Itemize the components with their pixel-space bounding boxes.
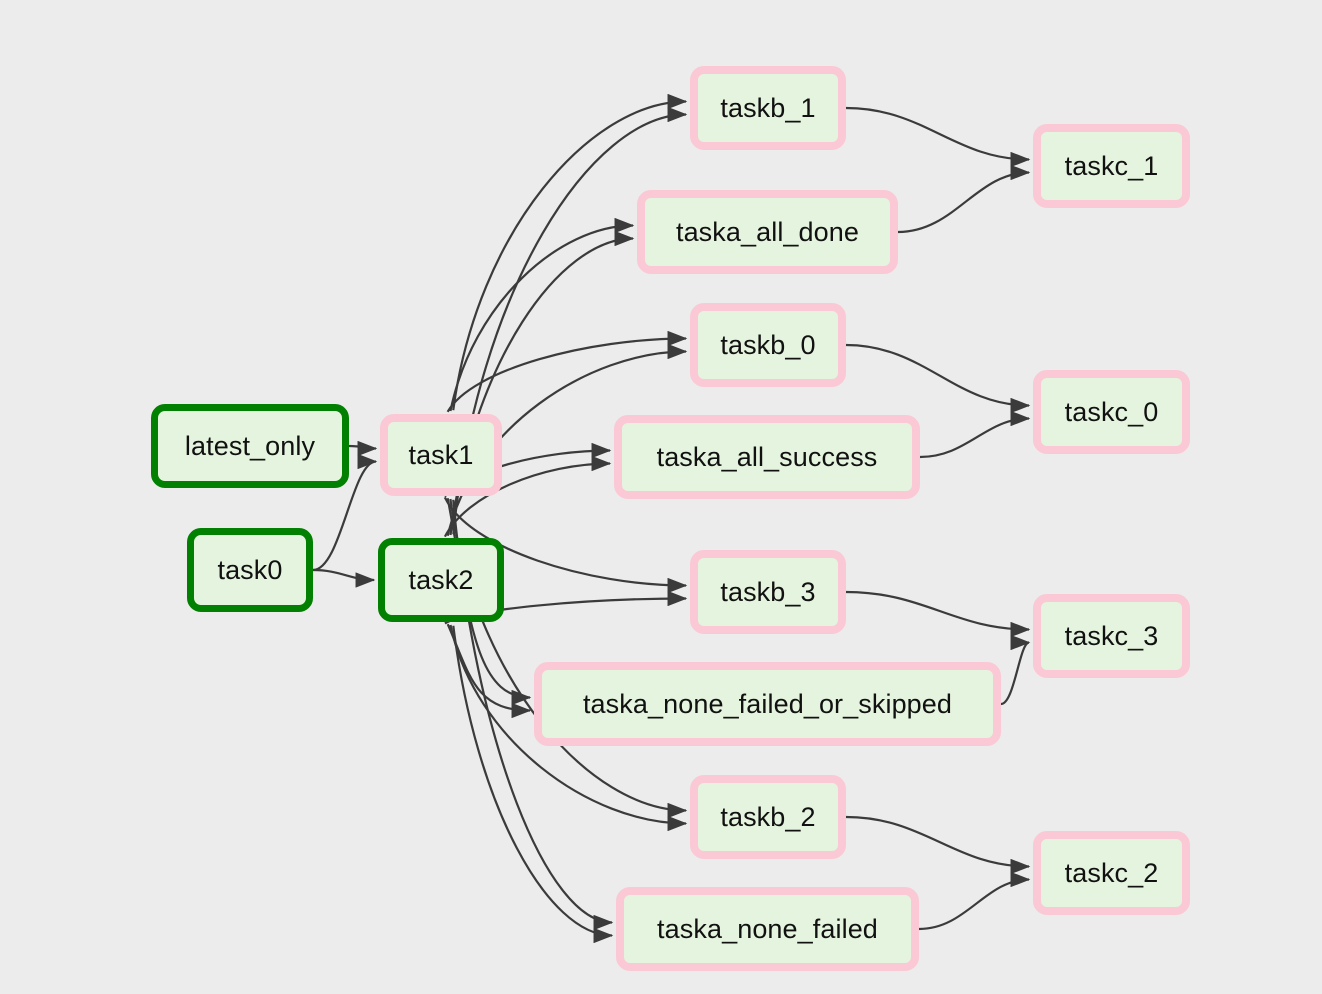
dag-node-label: latest_only <box>184 430 316 461</box>
dag-node-label: task2 <box>408 564 474 595</box>
dag-node-task1[interactable]: task1 <box>380 414 502 496</box>
dag-node-label: task0 <box>217 554 283 585</box>
dag-node-taskb_1[interactable]: taskb_1 <box>690 66 846 150</box>
dag-node-latest_only[interactable]: latest_only <box>151 404 349 488</box>
dag-node-taskb_3[interactable]: taskb_3 <box>690 550 846 634</box>
dag-edge-taska_none_failed-to-taskc_2 <box>918 871 1031 931</box>
dag-node-label: taskb_1 <box>720 92 816 123</box>
dag-node-taskc_0[interactable]: taskc_0 <box>1033 370 1190 454</box>
dag-edge-taska_all_done-to-taskc_1 <box>897 164 1031 234</box>
dag-node-taskc_3[interactable]: taskc_3 <box>1033 594 1190 678</box>
dag-node-label: taska_none_failed_or_skipped <box>582 688 953 719</box>
dag-node-label: taskc_0 <box>1064 396 1159 427</box>
dag-node-taskc_2[interactable]: taskc_2 <box>1033 831 1190 915</box>
dag-edge-taskb_0-to-taskc_0 <box>845 343 1031 414</box>
dag-node-label: taskc_3 <box>1064 620 1159 651</box>
dag-node-label: task1 <box>408 439 474 470</box>
dag-node-taskc_1[interactable]: taskc_1 <box>1033 124 1190 208</box>
dag-node-label: taska_none_failed <box>657 913 878 944</box>
dag-node-taskb_0[interactable]: taskb_0 <box>690 303 846 387</box>
dag-node-taskb_2[interactable]: taskb_2 <box>690 775 846 859</box>
dag-node-label: taskb_0 <box>720 329 816 360</box>
dag-edge-taskb_1-to-taskc_1 <box>845 106 1031 168</box>
dag-node-taska_all_done[interactable]: taska_all_done <box>637 190 898 274</box>
dag-edge-taskb_3-to-taskc_3 <box>845 590 1031 638</box>
dag-edge-taskb_2-to-taskc_2 <box>845 815 1031 875</box>
dag-edge-taska_all_success-to-taskc_0 <box>919 410 1031 459</box>
dag-node-label: taskb_2 <box>720 801 816 832</box>
dag-node-label: taskc_1 <box>1064 150 1159 181</box>
dag-edge-task0-to-task2 <box>312 568 376 588</box>
dag-edge-task2-to-taska_none_failed_or_skipped <box>446 623 532 719</box>
dag-edge-taska_none_failed_or_skipped-to-taskc_3 <box>1000 634 1031 706</box>
dag-node-task2[interactable]: task2 <box>378 538 504 622</box>
dag-node-label: taskb_3 <box>720 576 816 607</box>
dag-node-label: taska_all_success <box>656 441 878 472</box>
dag-edge-task1-to-taskb_0 <box>446 330 688 413</box>
dag-edge-latest_only-to-task1 <box>348 440 378 457</box>
dag-node-taska_none_failed[interactable]: taska_none_failed <box>616 887 919 971</box>
dag-node-taska_none_failed_or_skipped[interactable]: taska_none_failed_or_skipped <box>534 662 1001 746</box>
dag-node-taska_all_success[interactable]: taska_all_success <box>614 415 920 499</box>
dag-node-label: taska_all_done <box>675 216 860 247</box>
dag-node-label: taskc_2 <box>1064 857 1159 888</box>
dag-edge-task1-to-taska_all_done <box>449 217 635 412</box>
dag-node-task0[interactable]: task0 <box>187 528 313 612</box>
